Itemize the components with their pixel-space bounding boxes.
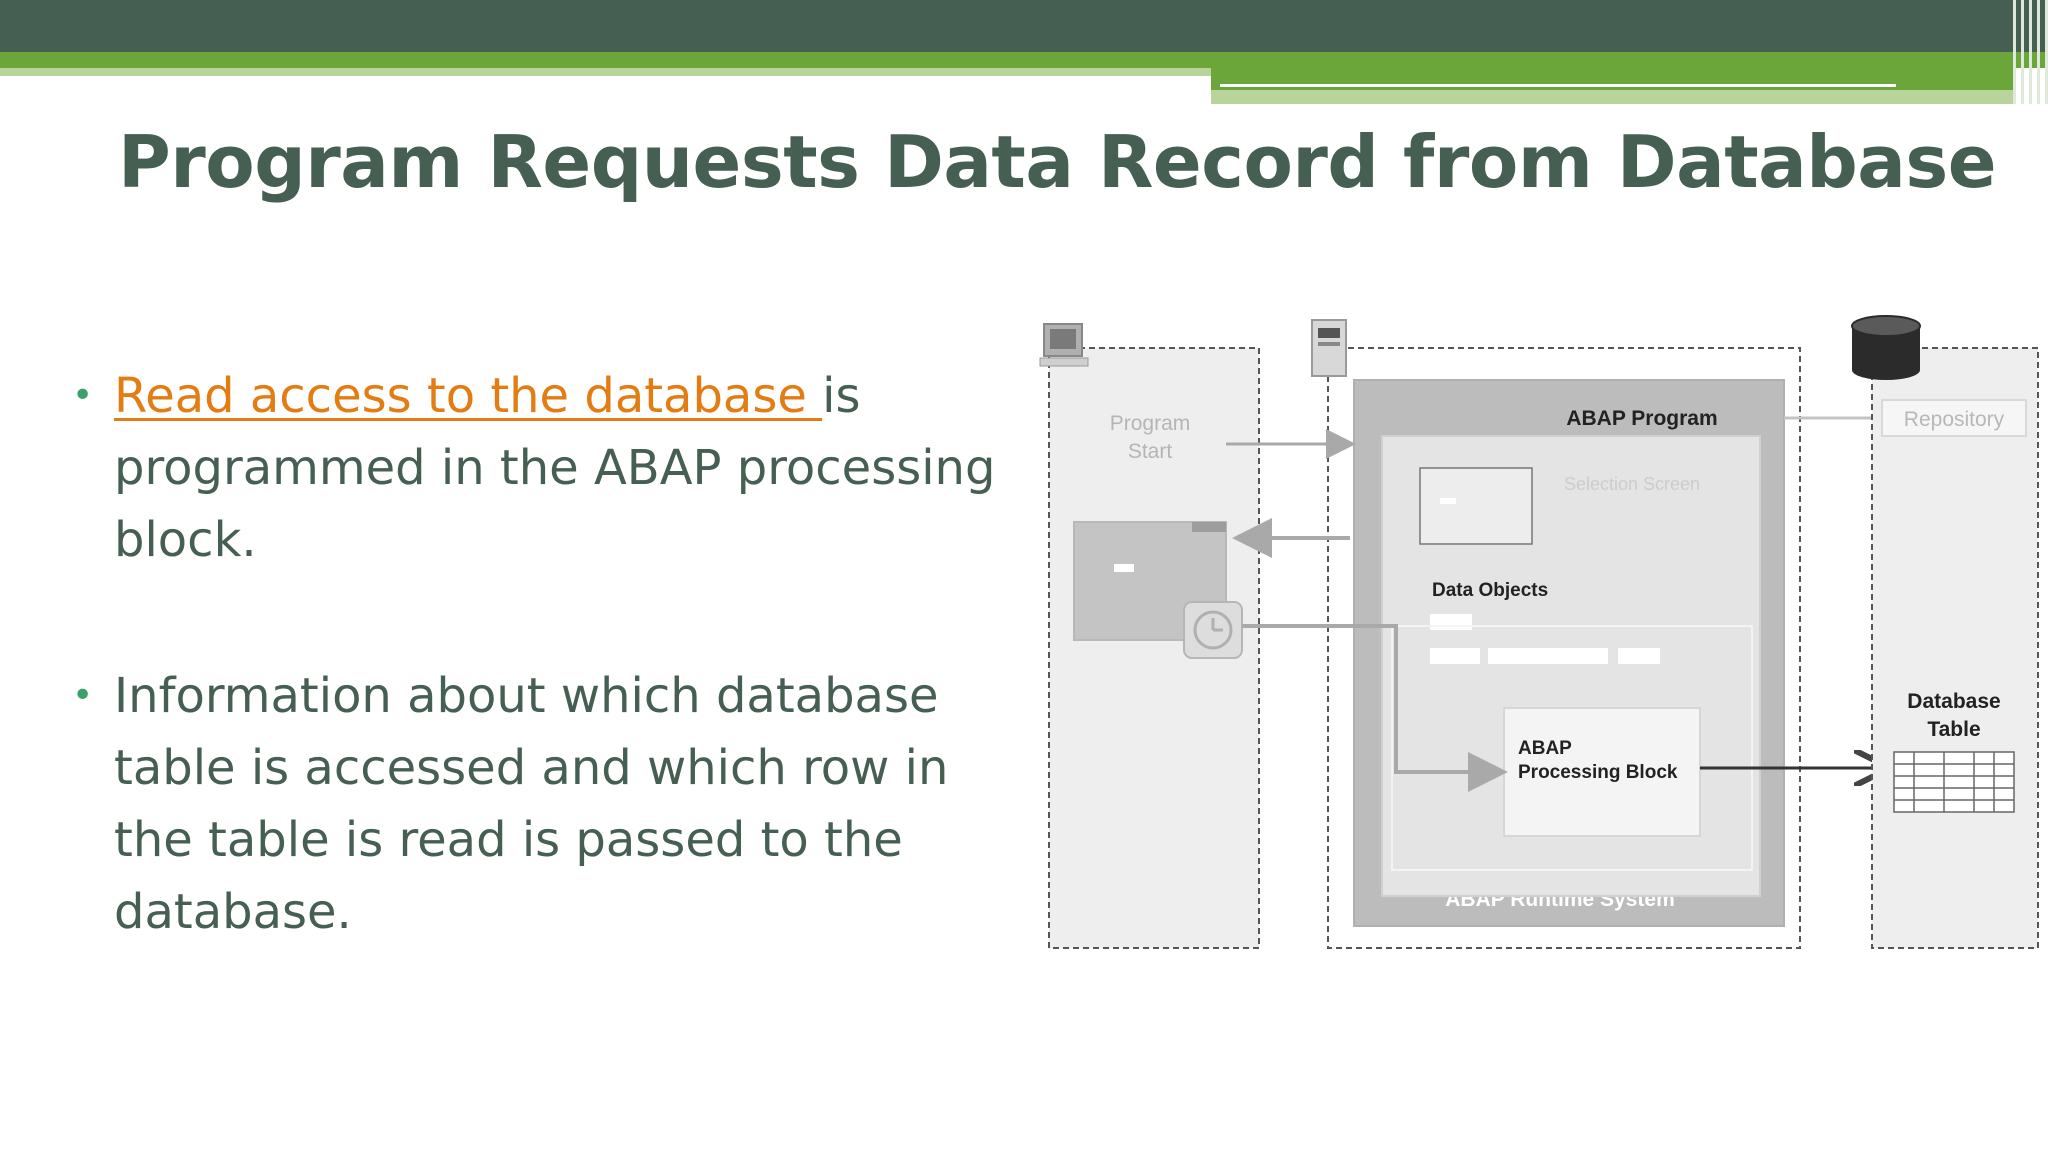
abap-program-label: ABAP Program [1566,407,1717,430]
header-bar-dark [0,0,2048,52]
bullet-item: • Information about which database table… [68,660,1028,948]
abap-diagram: Program Start ABAP Run [1032,312,2048,962]
selection-screen-box [1419,467,1533,545]
selection-screen-label: Selection Screen [1564,474,1700,494]
screen-field [1114,564,1134,572]
processing-block-box [1503,707,1701,837]
database-table-label: Database [1907,690,2000,713]
dialog-arrow [1242,624,1508,792]
program-start-label: Program [1110,412,1191,435]
data-object-field [1430,614,1472,630]
program-start-label-2: Start [1128,440,1173,463]
bullet-dot: • [72,675,94,716]
processing-block-label-2: Processing Block [1518,762,1678,783]
bullet-text: is programmed in the ABAP processing blo… [114,368,996,568]
bullet-list: • Read access to the database is program… [68,360,1028,1032]
data-objects-label: Data Objects [1432,580,1548,601]
header-divider [1220,84,1896,87]
data-object-field [1618,648,1660,664]
bullet-text: Information about which database table i… [114,668,949,940]
header-stripes [1985,0,2048,104]
computer-icon [1039,323,1089,367]
slide-title: Program Requests Data Record from Databa… [118,120,1997,204]
header-bar-right-inner [1211,90,2015,104]
repository-label: Repository [1904,408,2005,431]
repository-box [1881,399,2027,437]
read-access-link[interactable]: Read access to the database [114,368,823,424]
program-inner-frame [1391,625,1753,871]
clock-icon [1183,601,1243,659]
bullet-item: • Read access to the database is program… [68,360,1028,576]
selection-field [1440,498,1456,504]
header-bar-light [0,68,1211,76]
database-icon [1851,315,1921,380]
server-icon [1311,319,1347,377]
bullet-dot: • [72,375,94,416]
window-titlebar [1192,522,1226,532]
database-panel [1871,347,2039,949]
header-bar-green [0,52,2048,68]
data-object-field [1430,648,1480,664]
database-table-label-2: Table [1927,718,1980,741]
processing-block-label: ABAP [1518,738,1572,759]
data-object-field [1488,648,1608,664]
database-table-grid [1893,751,2015,813]
